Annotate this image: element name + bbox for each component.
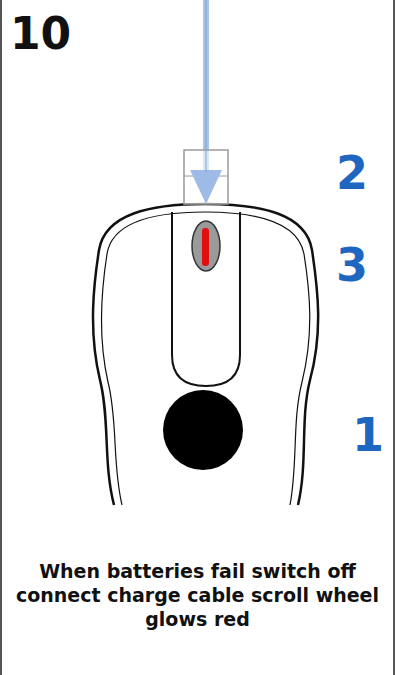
callout-number: 3 xyxy=(336,242,368,288)
frame-line xyxy=(0,0,2,675)
power-switch xyxy=(163,390,243,470)
caption: When batteries fail switch off connect c… xyxy=(14,560,381,631)
mouse-body-inner-line xyxy=(101,212,309,505)
cable-core xyxy=(206,0,207,172)
button-divider xyxy=(172,212,240,386)
step-number: 10 xyxy=(10,12,71,56)
mouse-body xyxy=(93,204,318,505)
scroll-wheel-glow xyxy=(202,228,209,266)
scroll-wheel xyxy=(192,221,220,271)
callout-number: 1 xyxy=(352,412,384,458)
callout-number: 2 xyxy=(336,150,368,196)
insert-arrowhead xyxy=(190,170,222,204)
frame-line xyxy=(393,0,395,675)
